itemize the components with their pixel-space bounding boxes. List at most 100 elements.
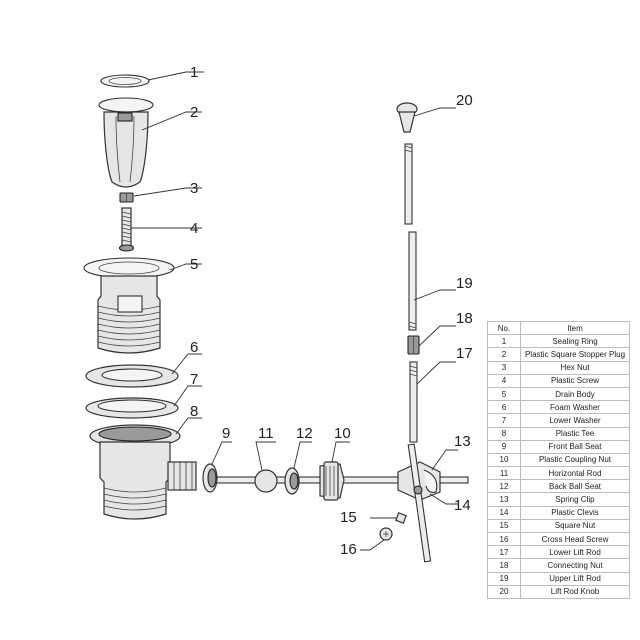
row-number: 13 [487, 492, 521, 507]
row-item: Lift Rod Knob [520, 584, 630, 599]
spring-clip [423, 469, 438, 493]
callout-4: 4 [190, 220, 198, 237]
callout-19: 19 [456, 275, 473, 292]
row-item: Plastic Square Stopper Plug [520, 347, 630, 362]
callout-15: 15 [340, 509, 357, 526]
row-number: 6 [487, 400, 521, 415]
row-item: Sealing Ring [520, 334, 630, 349]
row-number: 8 [487, 426, 521, 441]
callout-8: 8 [190, 403, 198, 420]
row-number: 15 [487, 518, 521, 534]
row-item: Plastic Tee [520, 426, 630, 441]
row-item: Upper Lift Rod [520, 571, 630, 586]
callout-17: 17 [456, 345, 473, 362]
foam-washer [85, 364, 179, 388]
row-number: 1 [487, 334, 521, 349]
lower-washer [85, 397, 179, 419]
row-item: Lower Lift Rod [520, 545, 630, 560]
table-header-row: No. Item [487, 320, 630, 336]
row-number: 18 [487, 558, 521, 573]
row-item: Lower Washer [520, 413, 630, 428]
callout-14: 14 [454, 497, 471, 514]
callout-5: 5 [190, 256, 198, 273]
row-item: Hex Nut [520, 360, 630, 375]
back-ball-seat [284, 467, 300, 495]
callout-6: 6 [190, 339, 198, 356]
hex-nut [119, 192, 134, 203]
lift-rod-knob [396, 102, 418, 133]
plastic-coupling-nut [319, 461, 345, 501]
sealing-ring [100, 74, 150, 88]
row-number: 20 [487, 584, 521, 599]
callout-3: 3 [190, 180, 198, 197]
callout-7: 7 [190, 371, 198, 388]
callout-13: 13 [454, 433, 471, 450]
callout-10: 10 [334, 425, 351, 442]
row-number: 4 [487, 373, 521, 388]
row-item: Square Nut [520, 518, 630, 534]
plastic-tee [89, 424, 197, 520]
upper-lift-rod [404, 143, 417, 331]
front-ball-seat [202, 463, 218, 493]
drain-body [83, 257, 175, 354]
row-item: Foam Washer [520, 400, 630, 415]
callout-numbers: 1 2 3 4 5 6 7 8 9 10 11 12 13 14 15 16 1… [190, 64, 473, 558]
row-item: Drain Body [520, 386, 630, 402]
connecting-nut [407, 335, 420, 355]
row-item: Front Ball Seat [520, 439, 630, 454]
row-number: 2 [487, 347, 521, 362]
row-item: Plastic Coupling Nut [520, 452, 630, 468]
callout-20: 20 [456, 92, 473, 109]
column-header-item: Item [520, 320, 630, 336]
row-number: 5 [487, 386, 521, 402]
callout-9: 9 [222, 425, 230, 442]
square-nut [395, 512, 407, 524]
callout-11: 11 [258, 425, 274, 442]
column-header-no: No. [487, 320, 521, 336]
plastic-screw [118, 207, 135, 252]
callout-2: 2 [190, 104, 198, 121]
row-item: Plastic Clevis [520, 505, 630, 520]
row-item: Horizontal Rod [520, 466, 630, 481]
cross-head-screw [379, 527, 393, 541]
row-number: 3 [487, 360, 521, 375]
callout-12: 12 [296, 425, 313, 442]
row-number: 9 [487, 439, 521, 454]
row-item: Back Ball Seat [520, 479, 630, 494]
row-number: 7 [487, 413, 521, 428]
row-item: Connecting Nut [520, 558, 630, 573]
row-number: 19 [487, 571, 521, 586]
row-item: Spring Clip [520, 492, 630, 507]
row-item: Plastic Screw [520, 373, 630, 388]
row-number: 16 [487, 531, 521, 547]
plastic-clevis [397, 443, 441, 563]
row-number: 17 [487, 545, 521, 560]
callout-1: 1 [190, 64, 198, 81]
row-number: 14 [487, 505, 521, 520]
row-number: 10 [487, 452, 521, 468]
row-item: Cross Head Screw [520, 531, 630, 547]
row-number: 12 [487, 479, 521, 494]
callout-18: 18 [456, 310, 473, 327]
row-number: 11 [487, 466, 521, 481]
